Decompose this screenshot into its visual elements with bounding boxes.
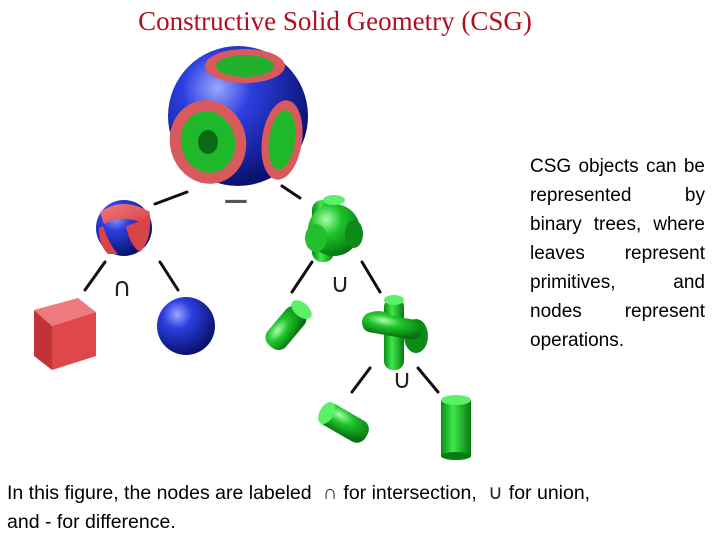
edge-right-cylinder bbox=[290, 260, 314, 294]
description-text: CSG objects can be represented by binary… bbox=[530, 156, 705, 351]
right-union-operator: ∪ bbox=[330, 269, 349, 299]
blue-sphere-primitive bbox=[157, 297, 215, 355]
union-symbol: ∪ bbox=[488, 482, 503, 504]
edge-left-sphere bbox=[158, 260, 180, 292]
edge-left-box bbox=[83, 260, 107, 292]
root-result-object bbox=[168, 46, 308, 186]
caption-part-2: for intersection, bbox=[343, 482, 477, 504]
edge-right-cross bbox=[360, 260, 382, 294]
lower-union-operator: ∪ bbox=[392, 365, 411, 395]
edge-root-right bbox=[280, 184, 302, 200]
green-cylinder-primitive bbox=[265, 300, 312, 351]
intersection-result-object bbox=[96, 200, 152, 256]
caption-part-4: and - for difference. bbox=[7, 511, 176, 533]
caption-part-1: In this figure, the nodes are labeled bbox=[7, 482, 312, 504]
edge-root-left bbox=[153, 190, 189, 206]
page-title: Constructive Solid Geometry (CSG) bbox=[138, 6, 532, 36]
caption-part-3: for union, bbox=[508, 482, 591, 504]
figure-caption: In this figure, the nodes are labeled ∩f… bbox=[7, 479, 717, 537]
intersection-symbol: ∩ bbox=[323, 482, 338, 504]
edge-lower-cylinder2 bbox=[416, 366, 440, 394]
green-cylinder-horizontal-primitive bbox=[318, 402, 369, 443]
lower-union-result-object bbox=[362, 295, 428, 370]
edge-lower-cylinder1 bbox=[350, 366, 372, 394]
left-intersection-operator: ∩ bbox=[112, 273, 131, 303]
green-cylinder-vertical-primitive bbox=[441, 395, 471, 460]
red-box-primitive bbox=[34, 298, 96, 370]
union-result-object bbox=[305, 195, 363, 262]
tree-edges bbox=[83, 184, 440, 394]
